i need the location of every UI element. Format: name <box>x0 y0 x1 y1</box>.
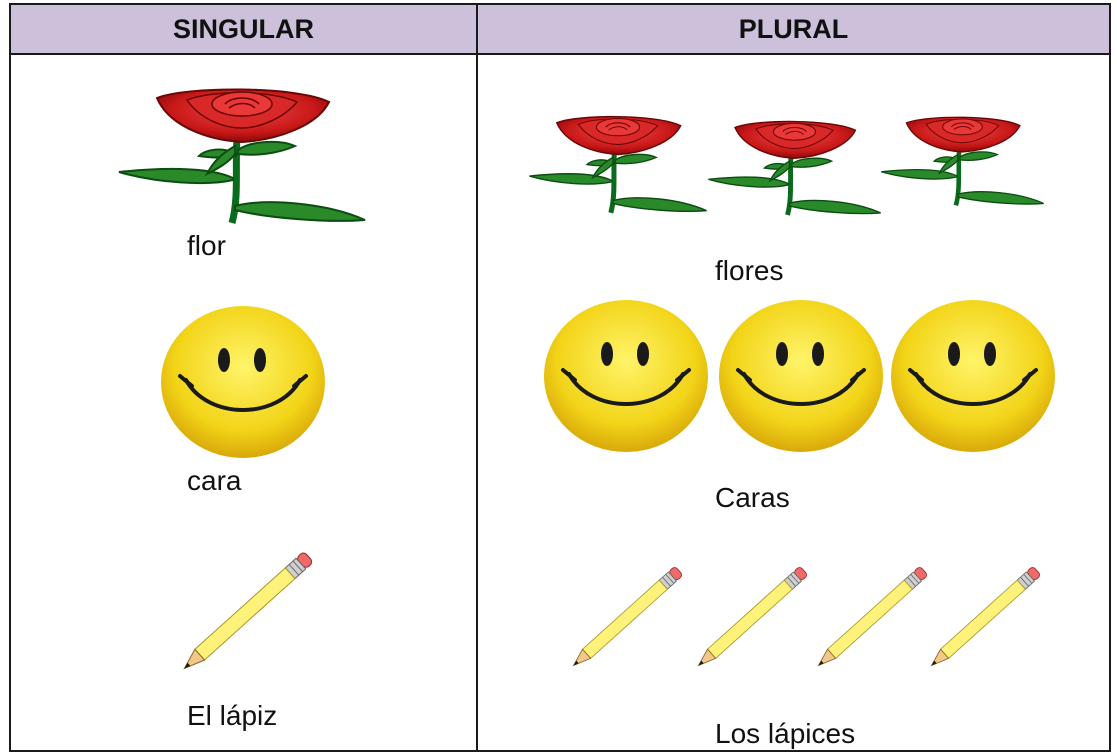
plural-label-caras: Caras <box>715 482 790 513</box>
singular-label-cara: cara <box>187 465 242 496</box>
rose-icon <box>528 96 708 236</box>
header-plural: PLURAL <box>478 5 1109 53</box>
pencil-icon <box>170 530 320 695</box>
singular-label-flor: flor <box>187 230 226 261</box>
header-singular: SINGULAR <box>11 5 476 53</box>
smiley-face-icon <box>540 296 712 456</box>
pencil-icon <box>560 548 690 688</box>
rose-icon <box>117 88 367 228</box>
smiley-face-icon <box>715 296 887 456</box>
column-divider <box>476 5 478 750</box>
rose-icon <box>707 102 882 237</box>
singular-plural-table: SINGULAR PLURAL <box>9 3 1111 752</box>
pencil-icon <box>685 548 815 688</box>
rose-icon <box>880 90 1045 235</box>
singular-label-lapiz: El lápiz <box>187 700 278 731</box>
pencil-icon <box>805 548 935 688</box>
pencil-icon <box>918 548 1048 688</box>
plural-label-flores: flores <box>715 255 784 286</box>
smiley-face-icon <box>158 302 328 462</box>
smiley-face-icon <box>887 296 1059 456</box>
header-divider <box>11 53 1109 55</box>
plural-label-lapices: Los lápices <box>715 718 856 749</box>
